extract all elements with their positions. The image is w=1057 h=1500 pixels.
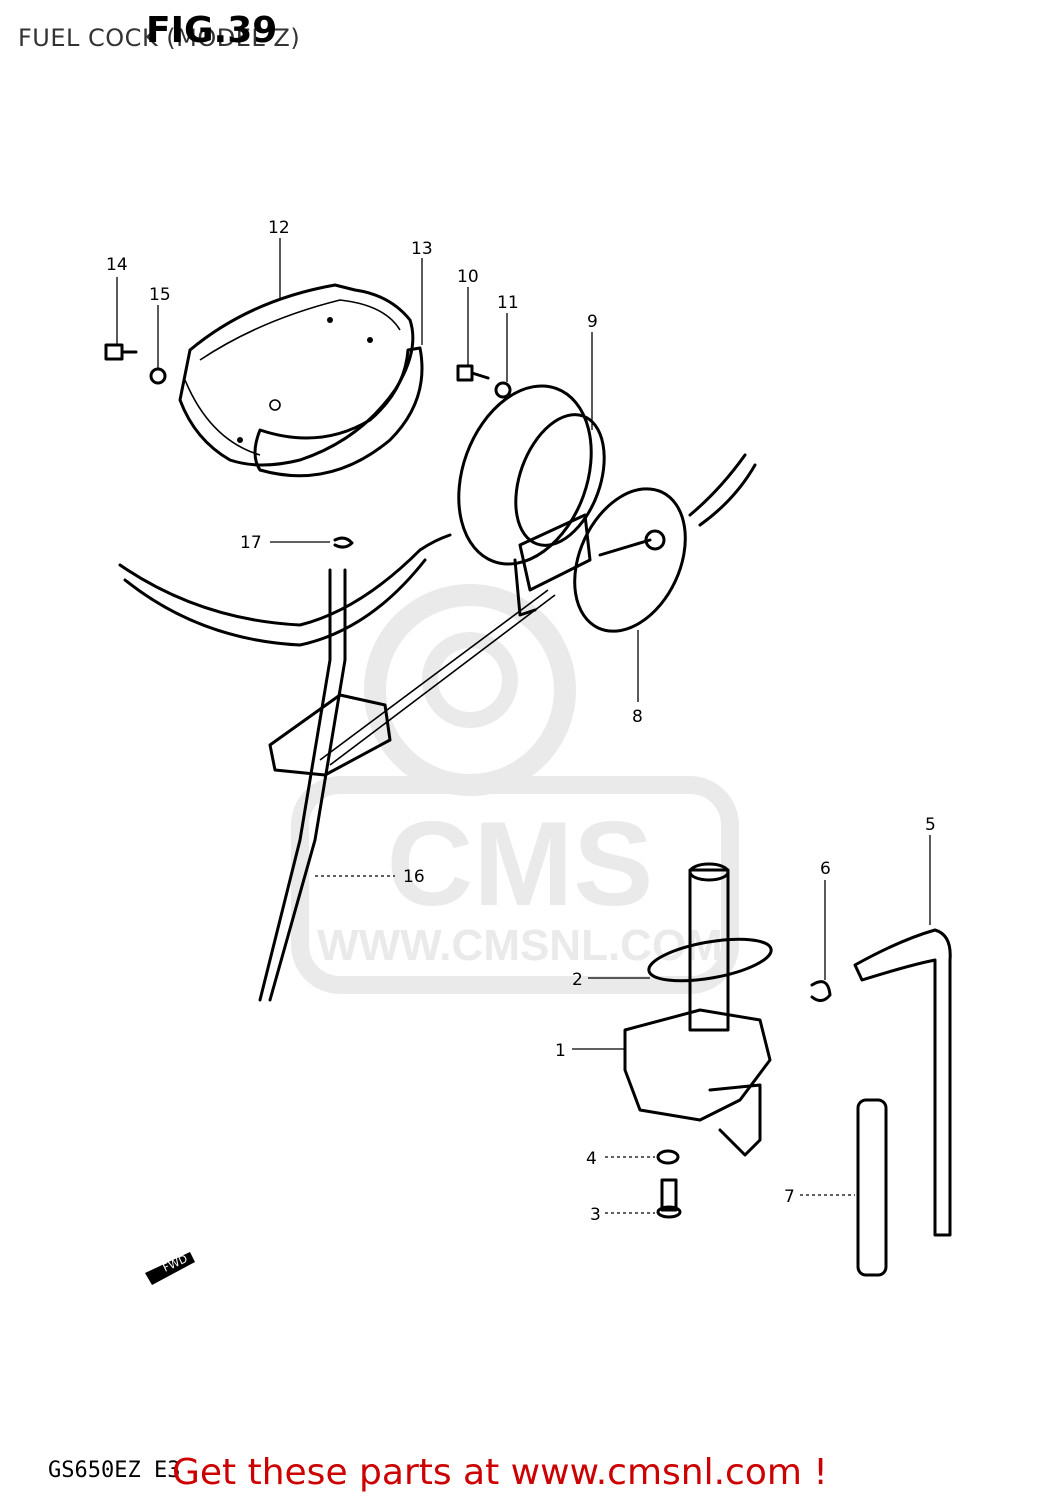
callout-6: 6 <box>820 859 831 879</box>
page-title: FUEL COCK (MODEL Z) <box>18 24 301 52</box>
callout-17: 17 <box>240 533 262 553</box>
screw-3 <box>656 1178 682 1219</box>
rubber-cushion <box>253 346 424 478</box>
watermark-url: WWW.CMSNL.COM <box>317 921 723 970</box>
callout-5: 5 <box>925 815 936 835</box>
washer-11 <box>494 381 512 399</box>
leader-lines <box>116 238 931 1214</box>
bolt-10 <box>456 364 490 382</box>
watermark-brand: CMS <box>387 797 654 931</box>
fuel-gauge-sender <box>319 453 757 766</box>
callout-labels: 14 15 12 13 10 11 9 17 8 16 5 6 2 1 4 7 … <box>106 218 936 1225</box>
fwd-arrow-icon: FWD <box>145 1252 195 1285</box>
callout-2: 2 <box>572 970 583 990</box>
callout-15: 15 <box>149 285 171 305</box>
bolt-14 <box>104 343 138 361</box>
hose-clip-17 <box>333 536 354 549</box>
o-ring-gasket <box>647 937 773 983</box>
callout-16: 16 <box>403 867 425 887</box>
hose-clip-6 <box>810 980 832 1002</box>
callout-1: 1 <box>555 1041 566 1061</box>
figure-label: FIG.39 <box>146 10 278 51</box>
breather-hose <box>118 533 452 1002</box>
model-code: GS650EZ E3 <box>48 1458 181 1483</box>
callout-8: 8 <box>632 707 643 727</box>
callout-4: 4 <box>586 1149 597 1169</box>
callout-10: 10 <box>457 267 479 287</box>
callout-14: 14 <box>106 255 128 275</box>
cms-watermark: CMS WWW.CMSNL.COM <box>291 584 739 994</box>
callout-3: 3 <box>590 1205 601 1225</box>
fuel-hose <box>853 928 952 1237</box>
gasket-ring <box>457 384 606 566</box>
callout-9: 9 <box>587 312 598 332</box>
callout-13: 13 <box>411 239 433 259</box>
callout-11: 11 <box>497 293 519 313</box>
spring <box>856 1098 888 1277</box>
washer-15 <box>149 367 167 385</box>
fuel-cock-body <box>623 862 772 1157</box>
washer-4 <box>656 1149 680 1165</box>
footer-link[interactable]: Get these parts at www.cmsnl.com ! <box>172 1452 828 1493</box>
callout-7: 7 <box>784 1187 795 1207</box>
callout-12: 12 <box>268 218 290 238</box>
